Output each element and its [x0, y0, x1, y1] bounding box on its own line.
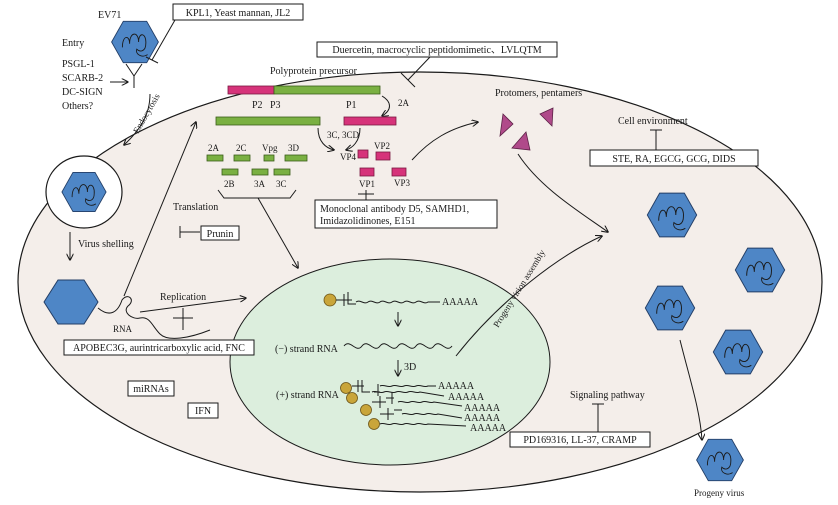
p2p3-bar	[215, 116, 321, 126]
replication-inhibitor-text: APOBEC3G, aurintricarboxylic acid, FNC	[73, 343, 245, 354]
receptor-psgl1: PSGL-1	[62, 59, 95, 70]
virus-shelling-label: Virus shelling	[78, 239, 134, 250]
progeny-virus-label: Progeny virus	[694, 488, 745, 498]
protein-2c	[233, 154, 251, 162]
released-progeny-virus	[696, 438, 744, 482]
p1-bar	[343, 116, 397, 126]
receptor-dcsign: DC-SIGN	[62, 87, 103, 98]
signaling-inhibitor-text: PD169316, LL-37, CRAMP	[523, 435, 637, 446]
entry-label: Entry	[62, 38, 84, 49]
protein-vp4	[357, 149, 369, 159]
mirnas-box	[127, 380, 175, 397]
positive-strand-label: (+) strand RNA	[276, 390, 340, 401]
ifn-text: IFN	[195, 406, 211, 417]
protein-vp3	[391, 167, 407, 177]
enzyme-3d-label: 3D	[404, 362, 416, 373]
cell-environment-inhibitor-text: STE, RA, EGCG, GCG, DIDS	[612, 154, 735, 165]
receptor-others: Others?	[62, 101, 94, 112]
ifn-box	[187, 402, 219, 419]
polya-2: AAAAA	[448, 392, 485, 403]
receptor-icon	[125, 63, 143, 88]
cleavage-3c3cd-label: 3C, 3CD	[327, 130, 360, 140]
protein-2a	[206, 154, 224, 162]
cell-environment-label: Cell environment	[618, 116, 688, 127]
polyprotein-p1-region	[227, 85, 275, 95]
protomer-1	[499, 113, 514, 138]
protein-vp2-label: VP2	[374, 141, 390, 151]
protein-vpg-label: Vpg	[262, 143, 278, 153]
protein-2b	[221, 168, 239, 176]
viral-rna	[97, 296, 211, 339]
protomer-3	[511, 131, 531, 151]
negative-strand-rna	[343, 343, 453, 349]
rna-cap-top	[323, 293, 337, 307]
protein-vp1-label: VP1	[359, 179, 375, 189]
protein-3a	[251, 168, 269, 176]
polyprotein-label: Polyprotein precursor	[270, 66, 358, 77]
p1-label: P1	[346, 100, 357, 111]
protein-vp2	[375, 151, 391, 161]
polya-4: AAAAA	[464, 413, 501, 424]
ev71-label: EV71	[98, 10, 121, 21]
rna-clover-top	[336, 292, 356, 306]
protein-3a-label: 3A	[254, 179, 266, 189]
polya-top: AAAAA	[442, 297, 479, 308]
protein-3c-label: 3C	[276, 179, 287, 189]
polyprotein-p2p3-region	[273, 85, 381, 95]
signaling-pathway-label: Signaling pathway	[570, 390, 645, 401]
template-rna	[355, 300, 440, 304]
protomers-label: Protomers, pentamers	[495, 88, 582, 99]
uncoated-capsid	[43, 279, 99, 325]
protein-2c-label: 2C	[236, 143, 247, 153]
protein-3d-label: 3D	[288, 143, 300, 153]
entry-inhibitor-text: KPL1, Yeast mannan, JL2	[186, 8, 290, 19]
prunin-box	[200, 225, 240, 241]
prunin-text: Prunin	[207, 229, 234, 240]
p2-label: P2	[252, 100, 263, 111]
protein-vp3-label: VP3	[394, 178, 411, 188]
protein-vp4-label: VP4	[340, 152, 357, 162]
signaling-inhibitor-box	[509, 431, 651, 448]
cleavage-2a-label: 2A	[398, 98, 410, 108]
protein-3c	[273, 168, 291, 176]
polya-3: AAAAA	[464, 403, 501, 414]
translation-label: Translation	[173, 202, 218, 213]
replication-compartment	[229, 258, 551, 466]
protein-vpg	[263, 154, 275, 162]
protein-3d	[284, 154, 308, 162]
polya-1: AAAAA	[438, 381, 475, 392]
polyprotein-inhibitor-text: Duercetin, macrocyclic peptidomimetic、LV…	[332, 45, 541, 56]
structural-inhibitor-box	[314, 199, 498, 229]
replication-label: Replication	[160, 292, 206, 303]
p3-label: P3	[270, 100, 281, 111]
protein-2a-label: 2A	[208, 143, 220, 153]
ev71-virion	[111, 20, 159, 64]
replication-inhibitor-box	[63, 339, 255, 356]
structural-inhibitor-line2: Imidazolidinones, E151	[320, 216, 416, 227]
protein-2b-label: 2B	[224, 179, 235, 189]
nonstructural-bracket	[217, 189, 297, 199]
positive-strand-rna-set	[340, 380, 467, 430]
receptor-scarb2: SCARB-2	[62, 73, 103, 84]
protomer-2	[539, 107, 554, 127]
polya-5: AAAAA	[470, 423, 507, 434]
negative-strand-label: (−) strand RNA	[275, 344, 339, 355]
cell-environment-inhibitor-box	[589, 149, 759, 167]
structural-inhibitor-line1: Monoclonal antibody D5, SAMHD1,	[320, 204, 469, 215]
protein-vp1	[359, 167, 375, 177]
mirnas-text: miRNAs	[133, 384, 169, 395]
rna-label: RNA	[113, 324, 133, 334]
polyprotein-inhibitor-box	[316, 41, 558, 58]
entry-inhibitor-box	[172, 3, 304, 21]
